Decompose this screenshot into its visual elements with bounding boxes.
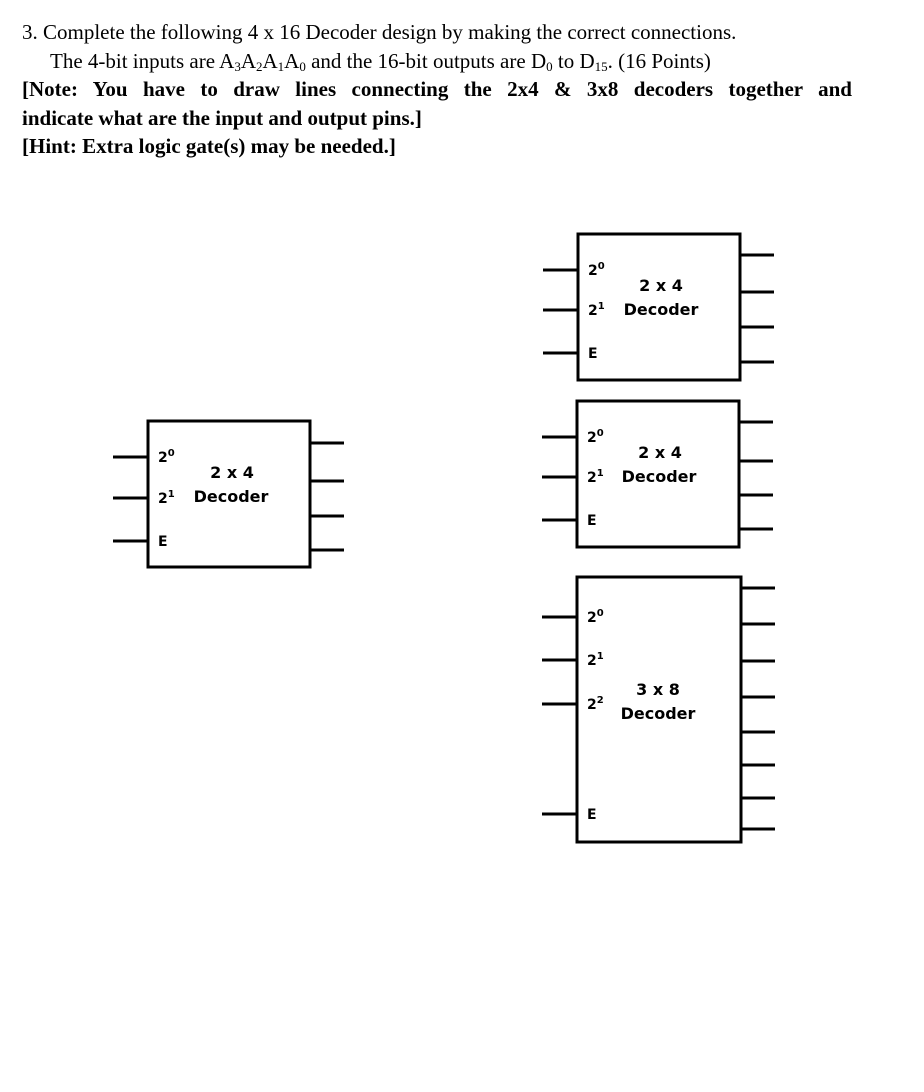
decoder-box [575,399,741,549]
input-a2: A2 [240,48,263,74]
decoder-name-label: Decoder [622,467,697,486]
input-pin-label: E [587,513,597,529]
input-pin-label: E [587,807,597,823]
decoder-size-label: 3 x 8 [636,680,680,699]
points-label: . (16 Points) [607,48,711,73]
decoder-size-label: 2 x 4 [210,463,254,482]
input-a0: A0 [284,48,306,74]
decoder-box [575,575,743,844]
decoder-size-label: 2 x 4 [639,276,683,295]
decoder-box [576,232,742,382]
decoder-size-label: 2 x 4 [638,443,682,462]
input-pin-label: E [588,346,598,362]
output-last-sub: 15 [594,58,608,74]
output-first-sub: 0 [546,58,553,74]
question-text: 3. Complete the following 4 x 16 Decoder… [22,18,852,161]
outputs-to: to D [552,48,595,73]
hint-line: [Hint: Extra logic gate(s) may be needed… [22,134,396,158]
input-pin-label: E [158,534,168,550]
input-a1: A1 [262,48,285,74]
question-prompt: Complete the following 4 x 16 Decoder de… [43,20,737,44]
outputs-intro: and the 16-bit outputs are D [305,48,547,73]
note-line-2: indicate what are the input and output p… [22,105,422,130]
question-line-2: The 4-bit inputs are A3A2A1A0 and the 16… [22,47,852,76]
decoder-name-label: Decoder [624,300,699,319]
question-number: 3. [22,20,38,44]
note-line-1: [Note: You have to draw lines connecting… [22,77,852,101]
inputs-intro: The 4-bit inputs are [50,48,220,73]
decoder-name-label: Decoder [194,487,269,506]
decoder-box [146,419,312,569]
input-a3: A3 [219,48,241,74]
question-line-1: 3. Complete the following 4 x 16 Decoder… [22,18,852,47]
decoder-name-label: Decoder [621,704,696,723]
